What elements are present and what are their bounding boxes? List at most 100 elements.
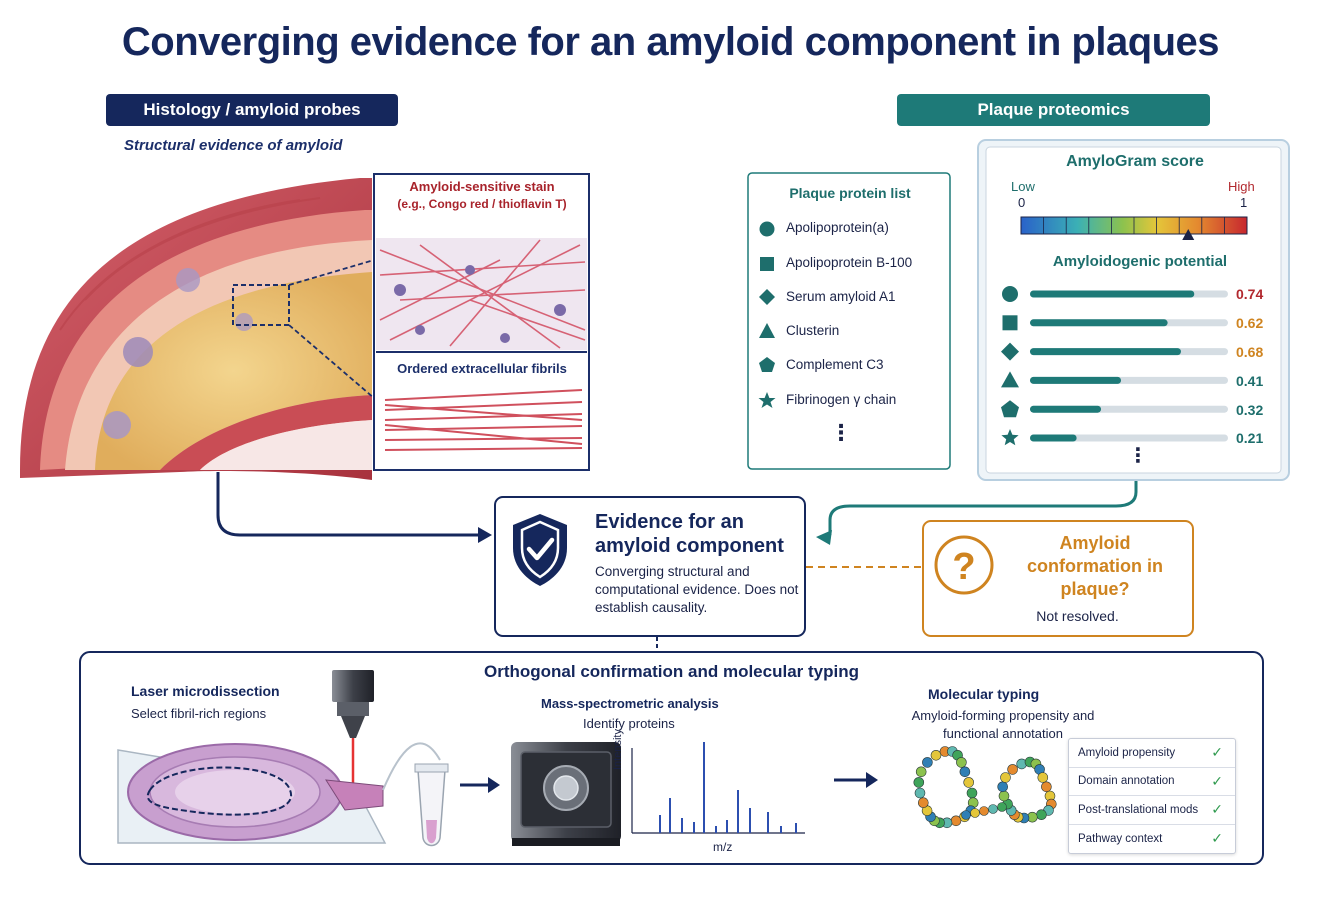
scores-more-indicator: ⋮ bbox=[1128, 445, 1148, 467]
score-bars bbox=[1001, 286, 1228, 446]
protein-chain-illustration bbox=[913, 746, 1057, 829]
chain-bead bbox=[988, 804, 998, 814]
checklist-item: Amyloid propensity ✓ bbox=[1069, 739, 1235, 768]
mass-spectrum-chart bbox=[631, 742, 805, 834]
star-icon bbox=[758, 392, 776, 408]
checklist-item-label: Domain annotation bbox=[1078, 775, 1175, 788]
chain-bead bbox=[963, 777, 975, 788]
protein-list-item: Apolipoprotein(a) bbox=[786, 220, 889, 235]
molecular-description: Amyloid-forming propensity and functiona… bbox=[911, 708, 1095, 741]
check-icon: ✓ bbox=[1211, 744, 1223, 761]
scale-high-value: 1 bbox=[1240, 195, 1248, 210]
evidence-description: Converging structural and computational … bbox=[595, 564, 799, 615]
check-icon: ✓ bbox=[1211, 830, 1223, 847]
question-mark-icon: ? bbox=[934, 535, 994, 595]
scale-low-label: Low bbox=[1011, 179, 1035, 194]
chain-bead bbox=[979, 806, 989, 816]
checklist-item: Domain annotation✓ bbox=[1069, 768, 1235, 796]
arrow-right-icon bbox=[460, 777, 500, 793]
proteomics-header: Plaque proteomics bbox=[897, 94, 1210, 126]
chain-bead bbox=[930, 749, 942, 761]
chain-bead bbox=[913, 777, 925, 788]
scale-marker bbox=[1182, 229, 1195, 240]
pentagon-icon bbox=[1001, 400, 1019, 418]
score-bar-fill bbox=[1030, 348, 1181, 356]
chain-bead bbox=[998, 790, 1010, 802]
amylogram-title: AmyloGram score bbox=[1066, 153, 1204, 170]
chain-bead bbox=[1041, 781, 1052, 793]
zoom-line bbox=[288, 259, 375, 286]
shield-check-icon bbox=[513, 514, 567, 586]
laser-description: Select fibril-rich regions bbox=[131, 706, 267, 721]
score-bar-fill bbox=[1030, 319, 1168, 327]
foam-cell bbox=[123, 337, 153, 367]
mass-spec-description: Identify proteins bbox=[583, 716, 675, 731]
foam-cell bbox=[176, 268, 200, 292]
chain-bead bbox=[959, 766, 971, 778]
amylogram-inner bbox=[985, 146, 1282, 474]
score-bar-fill bbox=[1030, 434, 1077, 442]
chain-bead bbox=[1007, 764, 1018, 775]
protein-list-item: Serum amyloid A1 bbox=[786, 289, 896, 304]
potential-title: Amyloidogenic potential bbox=[1052, 253, 1228, 270]
checklist-item: Post-translational mods✓ bbox=[1069, 796, 1235, 825]
checklist-item-label: Post-translational mods bbox=[1078, 803, 1199, 816]
chain-bead bbox=[1036, 809, 1047, 821]
square-icon bbox=[760, 257, 774, 271]
score-bar-fill bbox=[1030, 405, 1102, 413]
chain-bead bbox=[1000, 772, 1011, 783]
protein-list-item: Fibrinogen γ chain bbox=[786, 392, 897, 407]
fibrils-drawing bbox=[384, 389, 583, 451]
scale-high-label: High bbox=[1228, 179, 1255, 194]
artery-illustration bbox=[20, 178, 375, 480]
protein-list-item: Clusterin bbox=[786, 323, 840, 338]
foam-cell bbox=[103, 411, 131, 439]
protein-list-icons bbox=[758, 221, 776, 408]
protein-list-item: Complement C3 bbox=[786, 357, 884, 372]
chain-bead bbox=[997, 802, 1007, 812]
star-icon bbox=[1001, 429, 1019, 446]
chain-bead bbox=[1037, 772, 1049, 783]
zoom-line bbox=[288, 324, 375, 399]
laser-device-illustration bbox=[325, 670, 441, 811]
score-value: 0.68 bbox=[1236, 344, 1264, 360]
mass-spec-machine-illustration bbox=[511, 742, 621, 846]
score-bar-fill bbox=[1030, 290, 1195, 298]
list-more-indicator: ⋮ bbox=[830, 420, 852, 445]
intensity-axis-label: Intensity bbox=[612, 729, 624, 770]
stain-subtitle: (e.g., Congo red / thioflavin T) bbox=[397, 197, 567, 211]
score-value: 0.74 bbox=[1236, 286, 1264, 302]
score-bar-track bbox=[1030, 434, 1228, 442]
evidence-title: Evidence for an amyloid component bbox=[595, 511, 784, 557]
triangle-icon bbox=[1001, 371, 1019, 388]
svg-text:?: ? bbox=[952, 546, 975, 588]
chain-bead bbox=[914, 787, 926, 799]
checklist-item-label: Pathway context bbox=[1078, 832, 1163, 845]
chain-bead bbox=[997, 781, 1009, 793]
diamond-icon bbox=[759, 289, 775, 305]
question-description: Not resolved. bbox=[1036, 608, 1119, 624]
checklist-item-label: Amyloid propensity bbox=[1078, 746, 1176, 759]
sample-tube-icon bbox=[414, 763, 449, 847]
tissue-slide-illustration bbox=[117, 743, 387, 844]
chain-bead bbox=[966, 787, 978, 799]
pentagon-icon bbox=[759, 357, 775, 372]
histology-header: Histology / amyloid probes bbox=[106, 94, 398, 126]
evidence-box bbox=[494, 496, 806, 637]
protein-list-item: Apolipoprotein B-100 bbox=[786, 255, 913, 270]
mass-spec-title: Mass-spectrometric analysis bbox=[541, 696, 719, 711]
arrow-right-icon bbox=[834, 772, 878, 788]
histology-subtitle: Structural evidence of amyloid bbox=[124, 137, 343, 154]
plaque-cap bbox=[160, 395, 372, 470]
checklist-item: Pathway context ✓ bbox=[1069, 825, 1235, 854]
score-bar-fill bbox=[1030, 376, 1122, 384]
arrow-proteomics-to-evidence bbox=[828, 481, 1138, 535]
lumen bbox=[200, 420, 372, 470]
laser-title: Laser microdissection bbox=[131, 683, 280, 699]
circle-icon bbox=[1002, 286, 1018, 302]
chain-bead bbox=[915, 766, 927, 778]
question-title: Amyloid conformation in plaque? bbox=[1027, 533, 1163, 599]
zoom-region bbox=[232, 284, 290, 326]
foam-cell bbox=[235, 313, 253, 331]
